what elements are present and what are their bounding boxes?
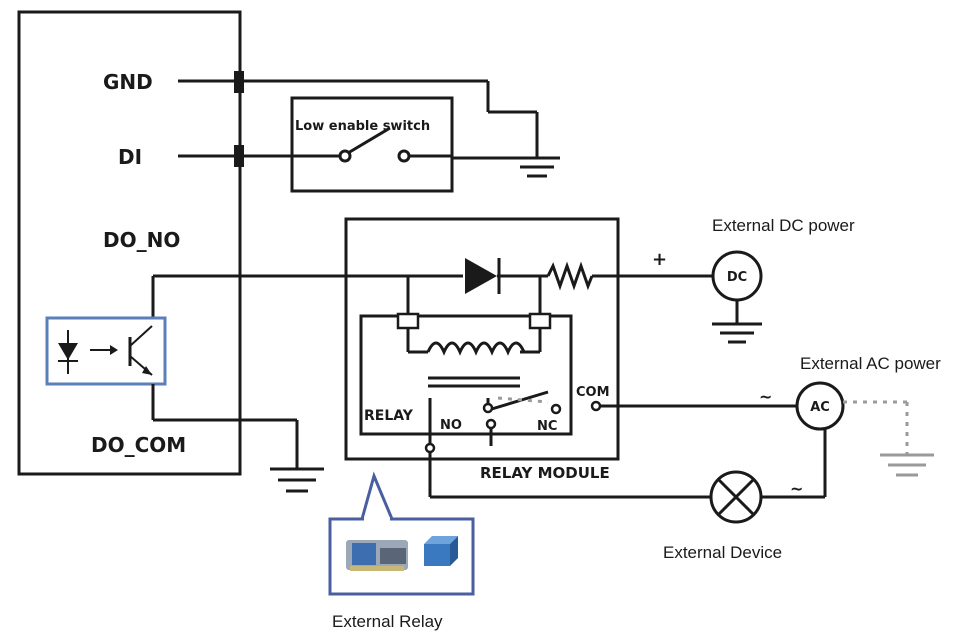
di-label: DI [118,145,142,169]
gnd-wire [178,71,539,160]
relay-coil-icon [426,341,526,388]
optocoupler-icon [58,325,153,376]
external-dc-power-label: External DC power [712,216,855,235]
ac-ground-symbol [843,400,934,477]
dc-ground-symbol [712,300,762,344]
com-label: COM [576,385,610,400]
relay-coil-wires [396,276,552,354]
no-terminal [424,442,436,454]
relay-board-photo-icon [346,540,408,571]
relay-module-box [344,217,620,461]
di-wire [178,145,452,167]
relay-contacts-icon [482,390,562,446]
nc-label: NC [537,419,557,434]
external-relay-callout [328,471,475,596]
controller-box [17,10,242,476]
no-label: NO [440,418,462,433]
external-relay-label: External Relay [332,612,443,631]
tilde-bottom-label: ~ [790,479,803,498]
relay-module-label: RELAY MODULE [480,464,610,482]
ac-device-loop-wire [428,428,827,499]
do-com-label: DO_COM [91,433,186,457]
com-terminal [590,400,602,412]
gnd-label: GND [103,70,153,94]
dc-label: DC [727,270,747,285]
switch-ground-symbol [514,156,560,178]
low-enable-switch-box [290,96,454,193]
external-device-label: External Device [663,543,782,562]
switch-icon [338,126,411,163]
tilde-top-label: ~ [759,387,772,406]
do-com-ground-symbol [270,467,324,493]
relay-cube-photo-icon [424,536,458,566]
external-ac-power-label: External AC power [800,354,941,373]
low-enable-switch-label: Low enable switch [295,119,430,134]
resistor-icon [546,261,594,291]
do-no-label: DO_NO [103,228,180,252]
relay-label: RELAY [364,408,414,424]
plus-label: + [652,249,667,270]
ac-source-icon [795,381,845,431]
ac-label: AC [810,400,830,415]
do-com-wire [151,384,299,469]
do-no-wire [151,274,714,318]
relay-box [359,314,573,436]
diode-icon [465,258,501,294]
external-device-icon [709,470,763,524]
